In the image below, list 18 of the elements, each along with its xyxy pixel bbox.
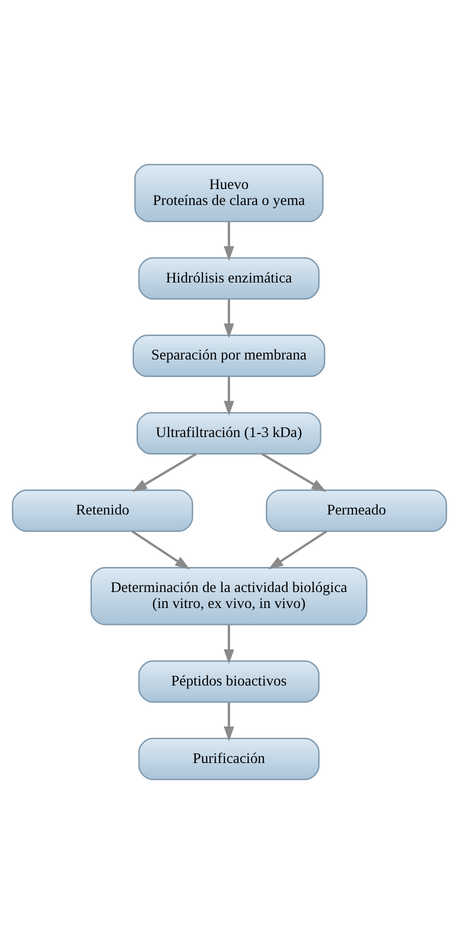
arrow (132, 453, 197, 492)
node-box: Determinación de la actividad biológica (in vitro, ex vivo, in vivo) (90, 566, 368, 626)
node-box: Permeado (266, 490, 448, 532)
node-box: Ultrafiltración (1-3 kDa) (136, 412, 322, 454)
arrow (224, 222, 234, 262)
arrow (224, 624, 234, 664)
node-box: Péptidos bioactivos (138, 660, 320, 703)
node-box: Purificación (138, 738, 320, 780)
node-box: Retenido (12, 490, 194, 532)
arrow (268, 530, 328, 570)
arrow (132, 530, 190, 570)
node-box: Huevo Proteínas de clara o yema (134, 164, 324, 222)
arrow (224, 299, 234, 338)
arrow (262, 453, 326, 492)
node-box: Hidrólisis enzimática (138, 257, 320, 300)
node-box: Separación por membrana (132, 334, 326, 378)
arrow (224, 702, 234, 742)
arrow (224, 376, 234, 416)
